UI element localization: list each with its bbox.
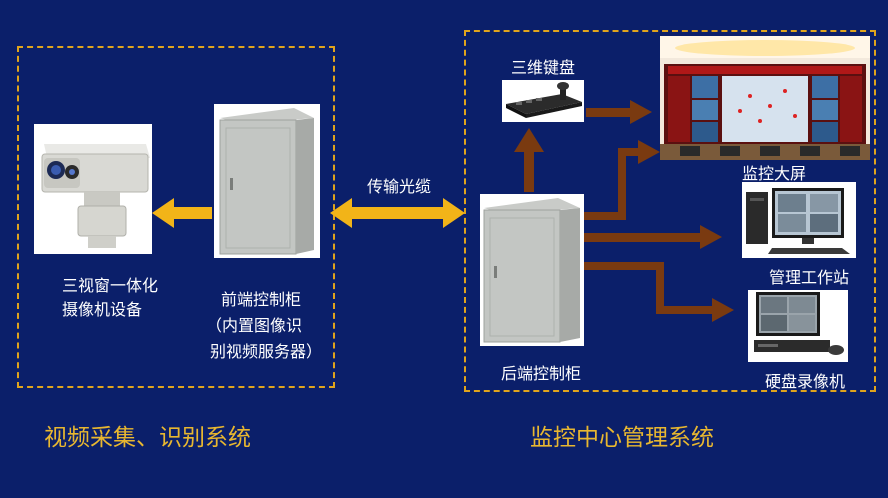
workstation-label: 管理工作站 bbox=[768, 268, 849, 287]
arrow-cabinet-to-screen bbox=[584, 140, 660, 220]
arrow-to-keyboard bbox=[514, 128, 544, 192]
back-cabinet-image bbox=[480, 194, 584, 346]
arrow-transmission-cable bbox=[330, 198, 465, 228]
keyboard-icon bbox=[502, 80, 584, 122]
front-cabinet-image bbox=[214, 104, 320, 258]
left-system-title: 视频采集、识别系统 bbox=[44, 425, 251, 451]
big-screen-label: 监控大屏 bbox=[741, 164, 806, 183]
workstation-image bbox=[742, 182, 856, 258]
arrow-cabinet-to-dvr bbox=[584, 262, 734, 322]
big-screen-image bbox=[660, 36, 870, 160]
video-wall-icon bbox=[660, 36, 870, 160]
right-system-title: 监控中心管理系统 bbox=[530, 425, 714, 451]
dvr-icon bbox=[748, 290, 848, 362]
left-system-frame bbox=[17, 46, 335, 388]
cabinet-icon bbox=[480, 194, 584, 346]
keyboard-image bbox=[502, 80, 584, 122]
front-cabinet-label-line2: （内置图像识 bbox=[205, 316, 302, 335]
camera-label-line2: 摄像机设备 bbox=[61, 300, 142, 319]
transmission-cable-label: 传输光缆 bbox=[366, 177, 431, 196]
arrow-to-camera bbox=[152, 198, 212, 228]
back-cabinet-label: 后端控制柜 bbox=[500, 364, 581, 383]
keyboard-label: 三维键盘 bbox=[510, 58, 575, 77]
arrow-keyboard-to-screen bbox=[586, 100, 652, 124]
arrow-cabinet-to-workstation bbox=[584, 225, 722, 249]
camera-image bbox=[34, 124, 152, 254]
right-system-frame bbox=[464, 30, 876, 392]
camera-icon bbox=[34, 124, 152, 254]
front-cabinet-label-line3: 别视频服务器） bbox=[209, 342, 322, 361]
dvr-image bbox=[748, 290, 848, 362]
computer-icon bbox=[742, 182, 856, 258]
cabinet-icon bbox=[214, 104, 320, 258]
camera-label-line1: 三视窗一体化 bbox=[61, 276, 158, 295]
front-cabinet-label-line1: 前端控制柜 bbox=[220, 290, 301, 309]
dvr-label: 硬盘录像机 bbox=[764, 372, 845, 391]
